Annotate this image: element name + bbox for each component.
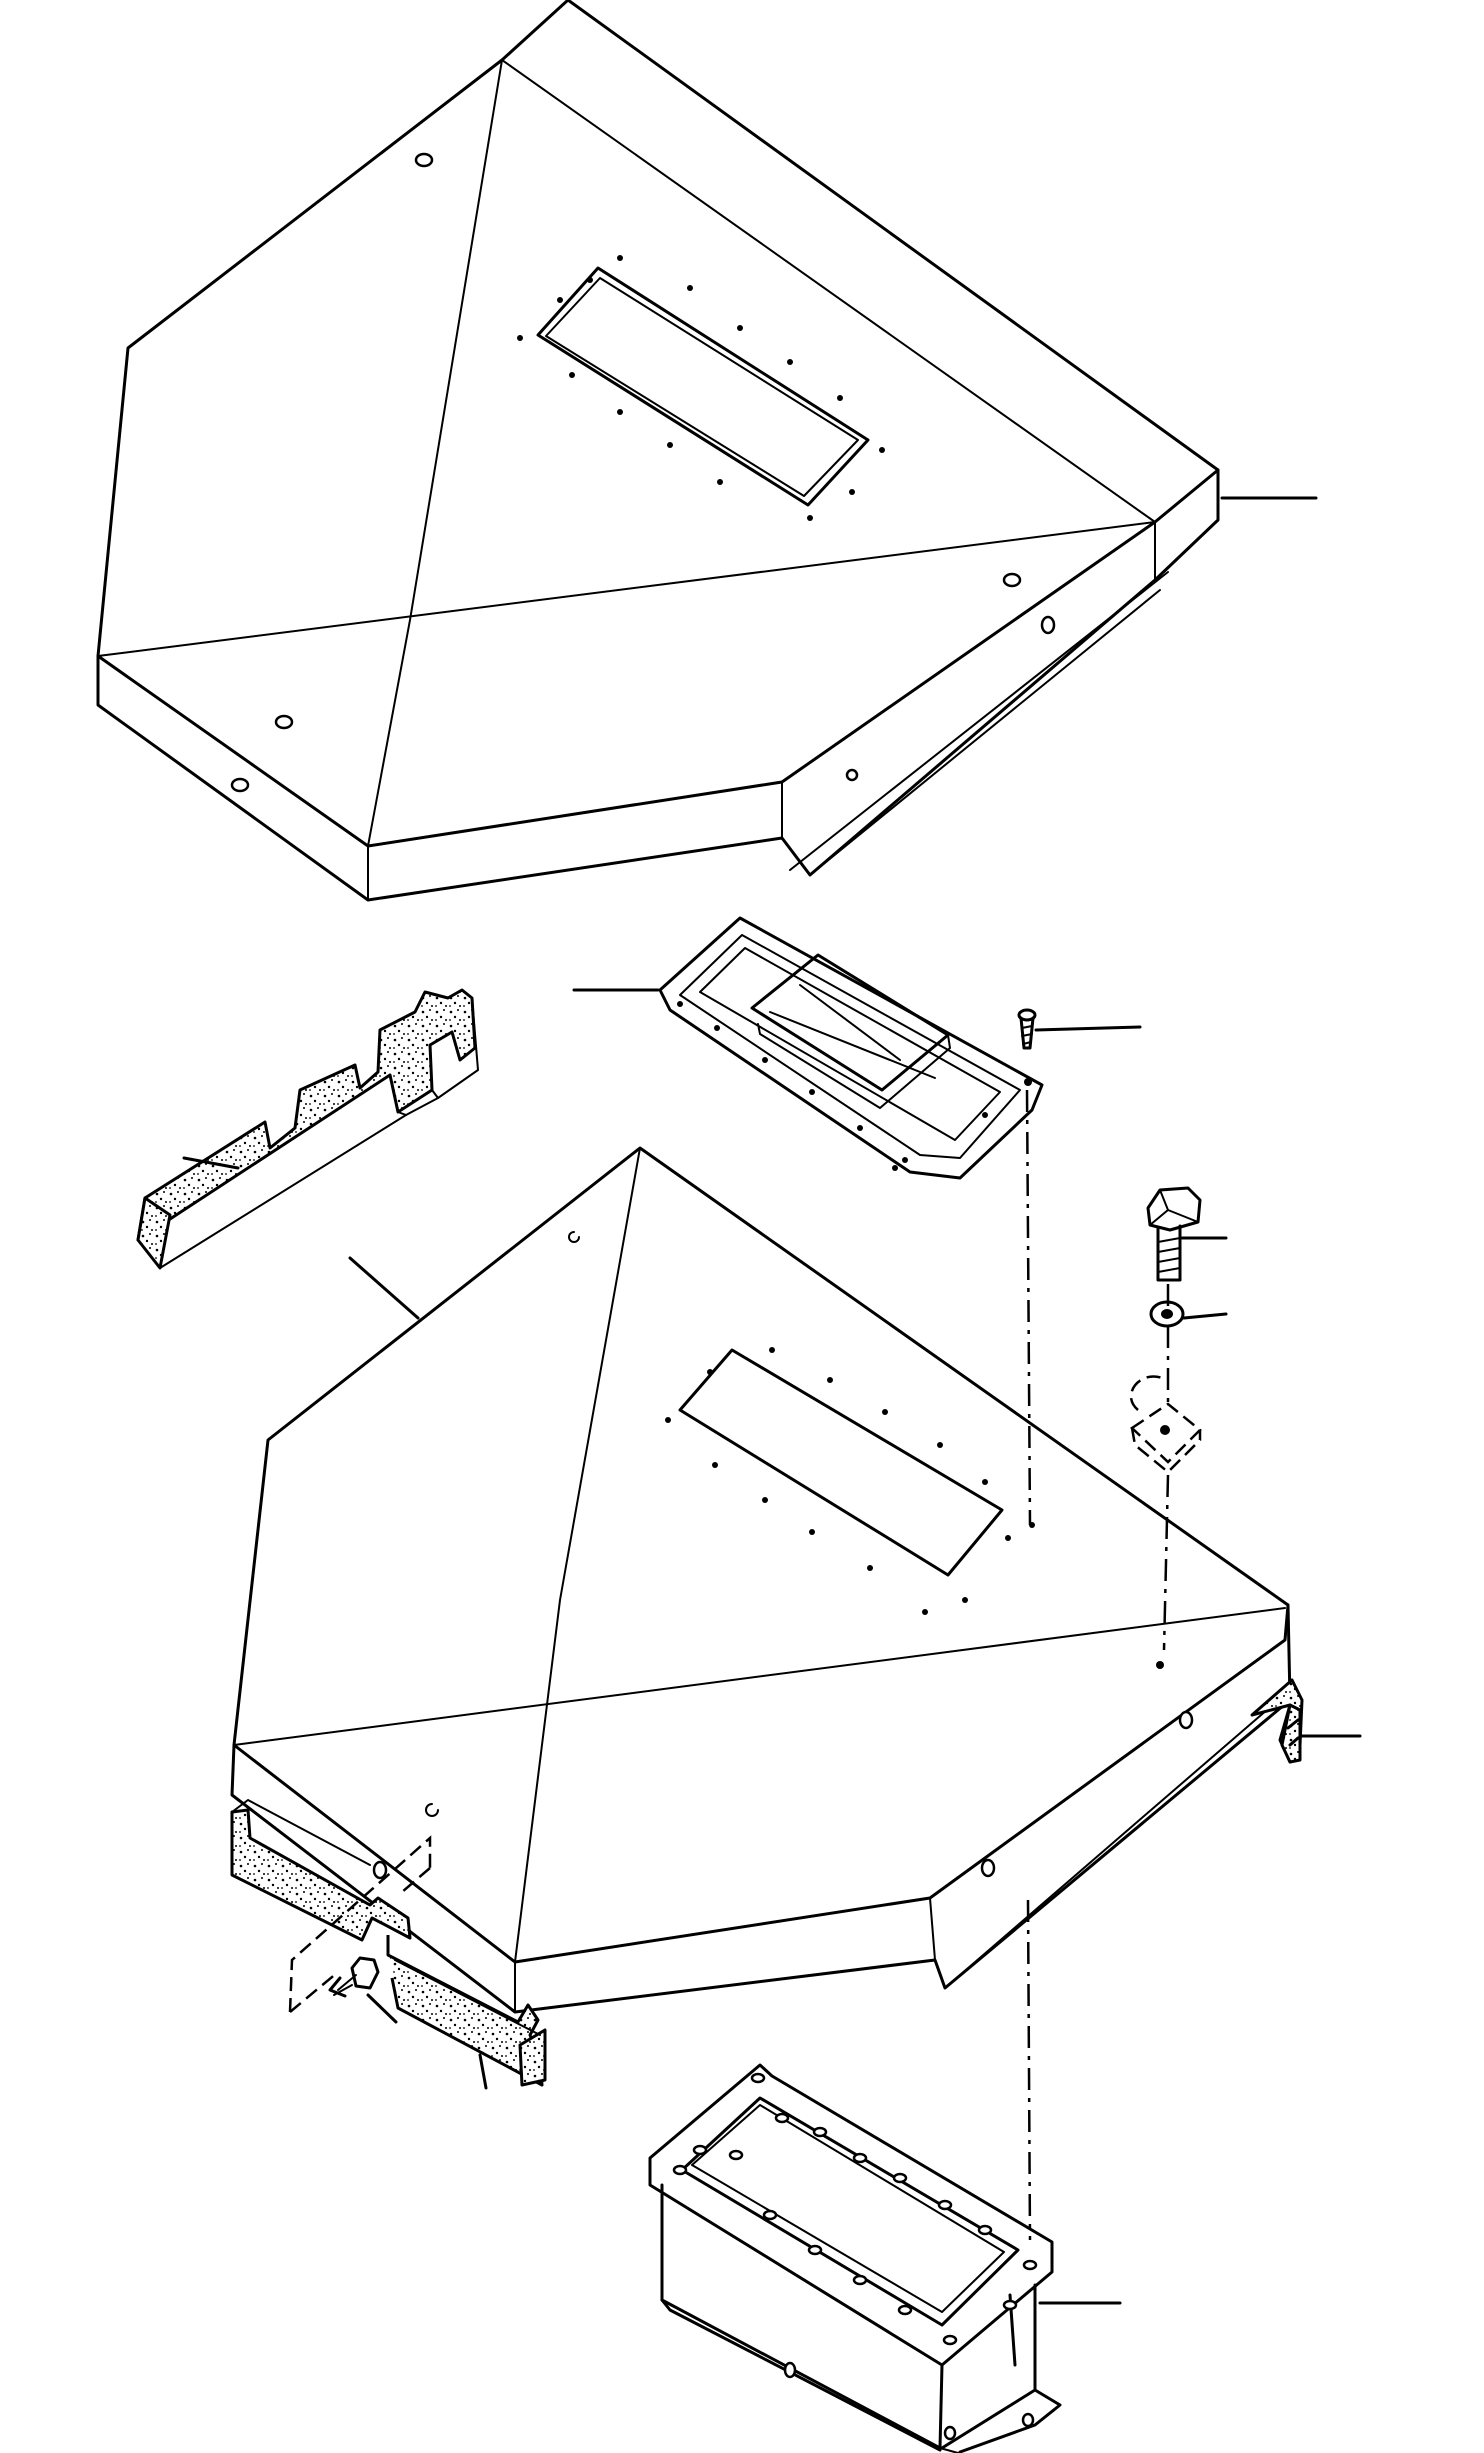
stud-leader [366, 1993, 398, 2024]
duct-flange-holes [672, 2072, 1038, 2441]
duct-adapter [648, 2063, 1062, 2453]
stud [288, 1835, 432, 2013]
screw-leader [1034, 1025, 1142, 1032]
washer-leader [1182, 1312, 1228, 1320]
screw [1017, 1008, 1037, 1050]
right-foam-block [1250, 1678, 1304, 1764]
upper-cover-panel [96, 0, 1220, 902]
lower-cover-leader [348, 1256, 420, 1320]
screw-centerline [1025, 1089, 1032, 1526]
bolt-centerline [1162, 1284, 1170, 1651]
lower-opening-holes [665, 1347, 1011, 1615]
lower-panel-mount-holes [372, 1231, 1194, 1880]
bolt [1146, 1186, 1202, 1282]
lower-foam-strip [230, 1799, 547, 2087]
clip-nut [1129, 1375, 1202, 1474]
access-panel-gasket-cover [658, 916, 1044, 1180]
upper-foam-strip [136, 988, 479, 1270]
lower-foam-leader [478, 2053, 488, 2090]
upper-panel-mount-holes [230, 152, 1056, 793]
lower-cover-panel [230, 1146, 1292, 2014]
upper-opening-holes [517, 255, 885, 521]
upper-foam-leader [182, 1156, 240, 1170]
duct-centerline [1026, 1899, 1032, 2241]
